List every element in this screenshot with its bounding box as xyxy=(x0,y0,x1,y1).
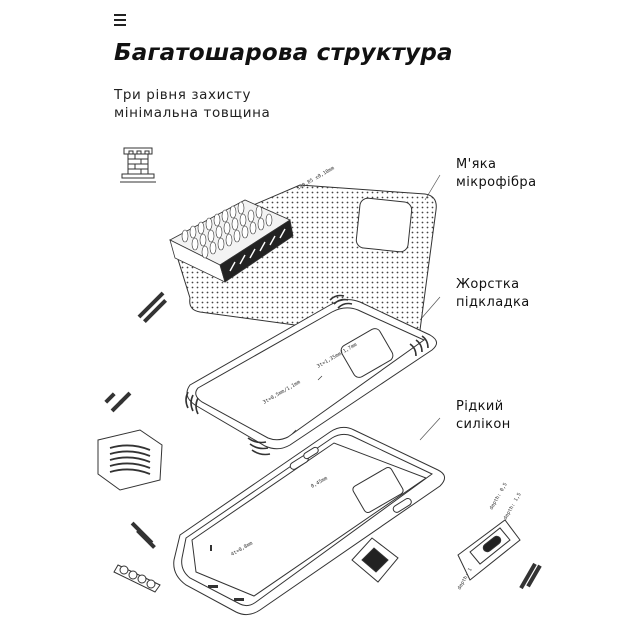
hamburger-menu-icon[interactable] xyxy=(114,14,126,26)
layer-label-liquid-silicone: Рідкий силікон xyxy=(456,398,511,434)
page-subtitle: Три рівня захисту мінімальна товщина xyxy=(114,86,270,122)
layer-label-line: М'яка xyxy=(456,157,497,172)
subtitle-line-2: мінімальна товщина xyxy=(114,105,271,121)
layer-label-microfiber: М'яка мікрофібра xyxy=(456,156,536,192)
menu-bar xyxy=(114,14,126,16)
svg-text:depth: 0,5: depth: 0,5 xyxy=(489,482,509,511)
corner-detail-part xyxy=(97,391,163,491)
button-detail-part xyxy=(113,564,161,593)
castle-tower-icon xyxy=(120,147,156,183)
layer-label-line: підкладка xyxy=(456,295,530,310)
layer-label-line: силікон xyxy=(456,417,511,432)
svg-text:depth: 1,5: depth: 1,5 xyxy=(503,492,523,521)
layer-label-rigid-base: Жорстка підкладка xyxy=(456,276,530,312)
layer-label-line: Рідкий xyxy=(456,399,504,414)
rigid-base-layer: 3t=0,5mm/1,1mm 3t=1,35mm/1,7mm xyxy=(185,294,437,456)
menu-bar xyxy=(114,24,126,26)
side-button-detail-part: depth: 0,5 depth: 1,5 depth: 1 xyxy=(457,482,542,591)
layer-label-line: Жорстка xyxy=(456,277,520,292)
page-title: Багатошарова структура xyxy=(114,40,453,66)
microfiber-layer: 1=0,85 ±0,10mm xyxy=(169,165,437,341)
subtitle-line-1: Три рівня захисту xyxy=(114,87,252,103)
camera-protector-part xyxy=(351,537,399,583)
layer-label-line: мікрофібра xyxy=(456,175,537,190)
menu-bar xyxy=(114,19,126,21)
dimension-tags-left xyxy=(130,291,168,549)
liquid-silicone-layer: 0,45mm 4t=0,8mm xyxy=(173,426,445,616)
